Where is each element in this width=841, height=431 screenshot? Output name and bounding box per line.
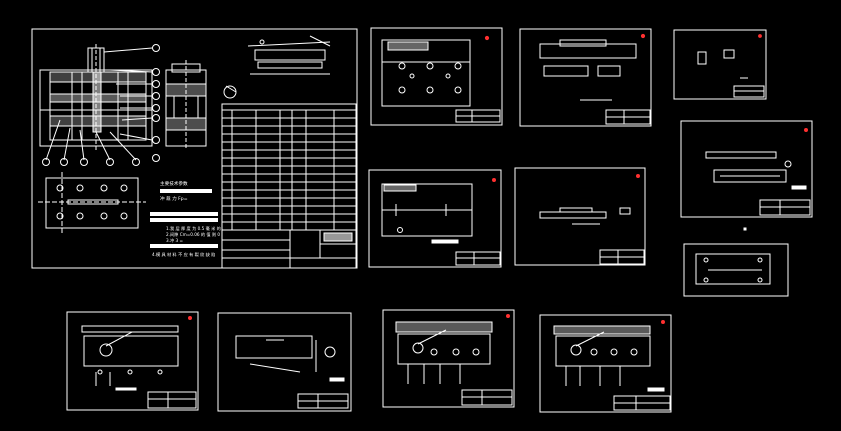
bill-of-materials-table — [221, 103, 357, 269]
sheet-part-drawing-7[interactable] — [680, 120, 813, 218]
revision-marker-icon — [758, 34, 762, 38]
revision-marker-icon — [640, 33, 646, 39]
revision-marker-icon — [804, 128, 808, 132]
note-line-5: 3.冲 3 = — [166, 237, 184, 244]
sheet-border — [31, 28, 358, 269]
part-balloons — [42, 44, 160, 166]
revision-marker-icon — [636, 174, 640, 178]
stray-point — [743, 227, 747, 231]
die-assembly-section-view — [39, 44, 153, 161]
sheet-part-drawing-3[interactable] — [519, 28, 652, 127]
note-line-2: 冲 裁 力 Fp= — [160, 195, 188, 202]
sheet-part-drawing-4[interactable] — [673, 29, 767, 100]
sheet-part-drawing-8[interactable] — [683, 243, 789, 297]
sheet-part-drawing-6[interactable] — [514, 167, 646, 266]
sheet-part-drawing-10[interactable] — [217, 312, 352, 412]
lower-die-plan-view — [38, 172, 146, 234]
sheet-part-drawing-5[interactable] — [368, 169, 502, 268]
revision-marker-icon — [506, 314, 510, 318]
technical-notes: 主要技术参数 冲 裁 力 Fp= 1.我 层 厚 度 为 0.5 毫 米 的 2… — [150, 180, 221, 258]
part-detail-view — [223, 35, 331, 99]
revision-marker-icon — [661, 320, 665, 324]
die-side-section-view — [165, 60, 207, 150]
sheet-part-drawing-12[interactable] — [539, 314, 672, 413]
revision-marker-icon — [492, 178, 496, 182]
note-line-6: 4.模 具 材 料 不 应 有 裂 纹 缺 陷 — [152, 251, 215, 258]
title-block — [147, 391, 197, 409]
note-line-4: 2.间隙 Cm=0.06 的 值 则 0 — [166, 231, 220, 238]
sheet-assembly-drawing[interactable]: 主要技术参数 冲 裁 力 Fp= 1.我 层 厚 度 为 0.5 毫 米 的 2… — [31, 28, 358, 269]
note-line-1: 主要技术参数 — [160, 180, 188, 187]
sheet-part-drawing-9[interactable] — [66, 311, 199, 411]
note-line-3: 1.我 层 厚 度 为 0.5 毫 米 的 — [166, 225, 221, 232]
revision-marker-icon — [484, 35, 490, 41]
sheet-part-drawing-2[interactable] — [370, 27, 503, 126]
sheet-part-drawing-11[interactable] — [382, 309, 515, 408]
revision-marker-icon — [188, 316, 192, 320]
